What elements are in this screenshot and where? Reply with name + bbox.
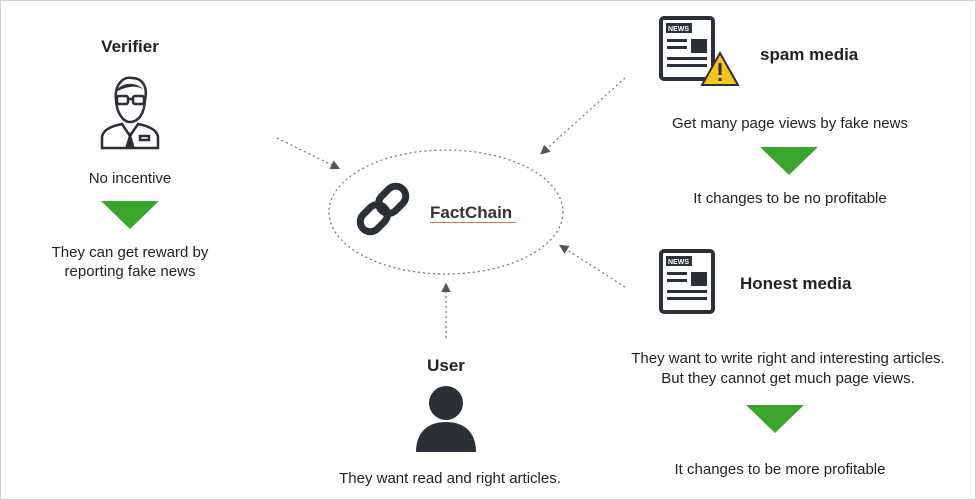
user-title: User [427, 356, 465, 375]
chain-link-icon [356, 182, 410, 236]
honest-media-down-arrow [746, 405, 804, 433]
svg-text:NEWS: NEWS [668, 26, 689, 33]
verifier-title: Verifier [101, 37, 159, 56]
spam-media-connector [540, 77, 626, 155]
honest-media-status-line-2: But they cannot get much page views. [661, 370, 915, 387]
verifier-down-arrow [101, 201, 159, 229]
honest-media-result: It changes to be more profitable [674, 461, 886, 478]
user-silhouette-icon [416, 386, 476, 452]
verifier-result-line-1: They can get reward by [51, 244, 209, 261]
spam-media-status: Get many page views by fake news [672, 115, 908, 132]
factchain-label: FactChain [430, 203, 513, 222]
news-icon: NEWS [659, 249, 715, 314]
verifier-connector [276, 137, 341, 170]
spam-media-title: spam media [760, 45, 859, 64]
honest-media-connector [558, 244, 626, 288]
verifier-person-icon [100, 76, 160, 150]
verifier-result-line-2: reporting fake news [64, 263, 196, 280]
verifier-status: No incentive [88, 170, 172, 187]
spam-media-result: It changes to be no profitable [693, 190, 887, 207]
spam-media-down-arrow [760, 147, 818, 175]
honest-media-status-line-1: They want to write right and interesting… [631, 350, 945, 367]
user-status: They want read and right articles. [339, 470, 561, 487]
svg-text:NEWS: NEWS [668, 259, 689, 266]
factchain-ellipse [328, 149, 564, 275]
news-warning-icon: NEWS [659, 16, 740, 86]
honest-media-title: Honest media [740, 274, 852, 293]
factchain-underline [430, 222, 516, 223]
